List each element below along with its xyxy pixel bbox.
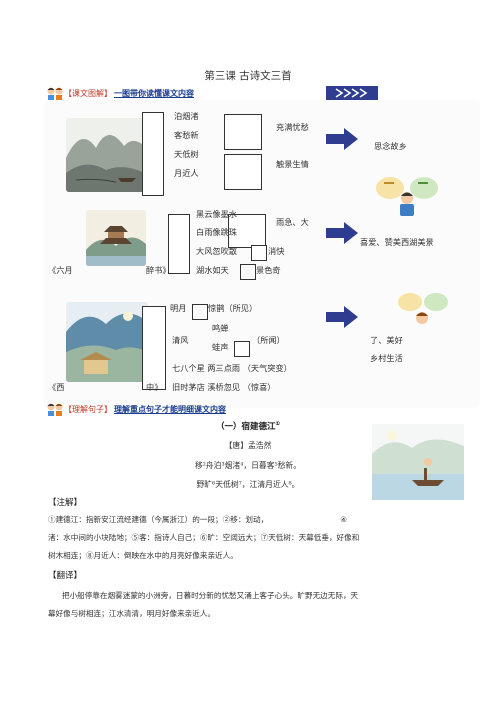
notes-header: 【注解】: [48, 498, 83, 508]
poem3-emotion-1: 了、美好: [370, 335, 403, 345]
poem2-line-2: 白雨像跳珠: [196, 227, 237, 237]
blank-box-8: [142, 306, 166, 390]
notes-line-3: 树木相连；⑧月近人：倒映在水中的月亮好像来亲近人。: [48, 551, 238, 560]
poem1-feeling-2: 触景生情: [276, 159, 309, 169]
section-bracket-label: 【理解句子】: [64, 404, 112, 414]
arrow-right-icon: [326, 222, 358, 244]
blank-box-2: [224, 114, 262, 150]
translation-line-2: 幕好像与树相连；江水清清，明月好像来亲近人。: [48, 609, 216, 618]
poem2-line-1: 黑云像墨水: [196, 209, 237, 219]
poem2-title-right: 醉书》: [146, 265, 171, 275]
poem3-line-1b: 惊鹊（所见）: [208, 303, 258, 313]
landscape-painting-1: [66, 118, 150, 192]
blank-box-10: [234, 341, 250, 357]
blank-box-4: [168, 214, 190, 274]
section-subtitle: 一图带你读懂课文内容: [114, 87, 194, 98]
blank-box-3: [224, 154, 262, 190]
village-painting: [66, 302, 148, 382]
page-title: 第三课 古诗文三首: [204, 70, 292, 82]
poem2-line-3: 大风忽吹散: [196, 246, 237, 256]
poem3-line-4: 旧时茅店 溪桥忽见 （惊喜）: [172, 382, 276, 392]
blank-box-1: [142, 112, 164, 196]
notes-line-2: 渚：水中间的小块陆地；⑤客：指诗人自己；⑥旷：空阔远大；⑦天低树：天幕低垂，好像…: [48, 533, 360, 542]
translation-line-1: 把小船停靠在烟雾迷蒙的小洲旁，日暮时分新的忧愁又涌上客子心头。旷野无边无际，天: [62, 591, 359, 600]
poem2-mid-top: 雨急、大: [276, 217, 309, 227]
arrow-right-icon: [326, 306, 358, 328]
poem3-line-3: 七八个星 两三点雨 （天气突变）: [172, 363, 292, 373]
poem1-line-3: 天低树: [174, 149, 199, 159]
poem1-line-2: 客愁新: [174, 130, 199, 140]
poem-line-1: 移²舟泊³烟渚⁴，日暮客⁵愁新。: [194, 461, 302, 470]
poem-line-2: 野旷⁶天低树⁷，江清月近人⁸。: [196, 480, 300, 489]
poem3-line-2b-mid: 蛙声: [212, 342, 229, 352]
poem2-emotion: 喜爱、赞美西湖美景: [360, 237, 434, 247]
poem3-title-left: 《西: [48, 382, 65, 392]
poem3-line-1a: 明月: [170, 303, 187, 313]
poem-title: （一）宿建德江①: [0, 420, 496, 432]
translation-header: 【翻译】: [48, 571, 83, 581]
poem3-line-2b-pre: 清风: [172, 335, 189, 345]
students-avatar-icon: [47, 403, 63, 416]
poem3-line-2b-post: （所闻）: [252, 335, 285, 345]
students-avatar-icon: [47, 87, 63, 100]
poem-title-text: （一）宿建德江: [216, 422, 276, 432]
poem-author: 【唐】孟浩然: [224, 441, 272, 450]
students-reading-icon: [376, 177, 438, 216]
notes-line-1-text: ①建德江：指新安江流经建德（今属浙江）的一段；②移：划动，: [48, 515, 269, 524]
poem2-title-left: 《六月: [48, 265, 73, 275]
notes-line-1-tail: ④: [340, 515, 348, 524]
poem2-line-4: 湖水如天: [196, 265, 229, 275]
poem2-bottom-1: 消快: [268, 246, 285, 256]
section-header-sentences: 【理解句子】 理解重点句子才能明细课文内容: [46, 402, 226, 416]
poem1-line-1: 泊烟渚: [174, 111, 199, 121]
notes-line-1: ①建德江：指新安江流经建德（今属浙江）的一段；②移：划动， ④: [48, 512, 347, 528]
pavilion-painting: [86, 210, 146, 266]
poem3-title-right: 中》: [146, 382, 163, 392]
poem3-line-2a: 鸣蝉: [212, 323, 229, 333]
section-subtitle: 理解重点句子才能明细课文内容: [114, 403, 226, 414]
poem3-emotion-2: 乡村生活: [370, 353, 403, 363]
poem2-bottom-2: 景色奇: [256, 265, 281, 275]
poem1-line-4: 月近人: [174, 168, 199, 178]
blank-box-9: [192, 304, 208, 320]
poem1-emotion: 思念故乡: [374, 141, 407, 151]
blank-box-5: [228, 214, 266, 248]
section-bracket-label: 【课文图解】: [64, 88, 112, 98]
poem-title-mark: ①: [275, 421, 280, 428]
arrow-banner-icon: [326, 86, 378, 100]
blank-box-7: [240, 264, 256, 280]
blank-box-6: [251, 245, 267, 261]
students-thinking-icon: [398, 293, 448, 324]
poem1-feeling-1: 充满忧愁: [276, 122, 309, 132]
boat-on-river-illustration: [372, 424, 464, 500]
section-header-diagram: 【课文图解】 一图带你读懂课文内容: [46, 86, 194, 100]
arrow-right-icon: [326, 128, 358, 150]
